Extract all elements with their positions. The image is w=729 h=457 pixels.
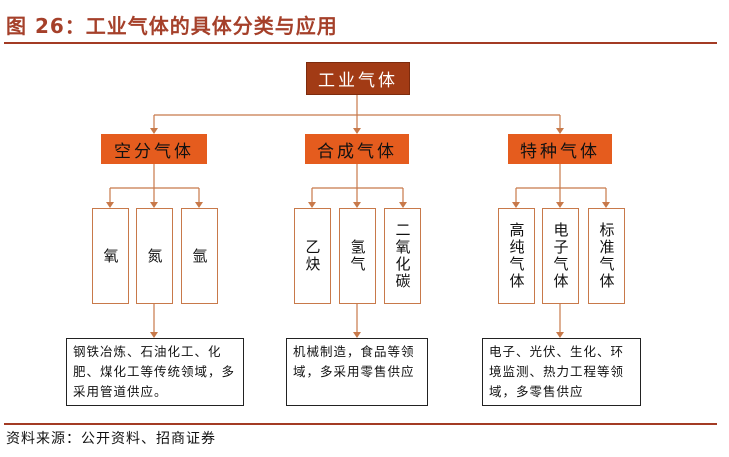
arrowhead	[195, 202, 203, 208]
arrowhead	[353, 332, 361, 338]
arrowhead	[602, 202, 610, 208]
arrowhead	[556, 202, 564, 208]
item-electronic-gas: 电子气体	[542, 208, 579, 304]
root-node: 工业气体	[306, 62, 410, 95]
item-acetylene: 乙炔	[294, 208, 331, 304]
application-desc-air-separation: 钢铁冶炼、石油化工、化肥、煤化工等传统领域，多采用管道供应。	[66, 338, 244, 406]
item-oxygen: 氧	[92, 208, 129, 304]
source-note: 资料来源：公开资料、招商证券	[6, 431, 216, 447]
arrowhead	[150, 202, 158, 208]
arrowhead	[150, 332, 158, 338]
item-hydrogen: 氢气	[339, 208, 376, 304]
item-high-purity-gas: 高纯气体	[498, 208, 535, 304]
category-node-synthesis: 合成气体	[305, 134, 409, 164]
category-node-air-separation: 空分气体	[101, 134, 207, 164]
arrowhead	[308, 202, 316, 208]
item-standard-gas: 标准气体	[588, 208, 625, 304]
application-desc-special: 电子、光伏、生化、环境监测、热力工程等领域，多零售供应	[482, 338, 641, 406]
arrowhead	[556, 332, 564, 338]
source-rule	[4, 423, 717, 425]
figure-title: 图 26：工业气体的具体分类与应用	[6, 14, 338, 38]
arrowhead	[353, 128, 361, 134]
arrowhead	[106, 202, 114, 208]
arrowhead	[512, 202, 520, 208]
arrowhead	[353, 202, 361, 208]
item-nitrogen: 氮	[136, 208, 173, 304]
item-argon: 氩	[181, 208, 218, 304]
title-rule	[4, 42, 717, 44]
category-node-special: 特种气体	[508, 134, 612, 164]
arrowhead	[556, 128, 564, 134]
arrowhead	[399, 202, 407, 208]
arrowhead	[150, 128, 158, 134]
application-desc-synthesis: 机械制造，食品等领域，多采用零售供应	[286, 338, 428, 406]
item-carbon-dioxide: 二氧化碳	[384, 208, 421, 304]
